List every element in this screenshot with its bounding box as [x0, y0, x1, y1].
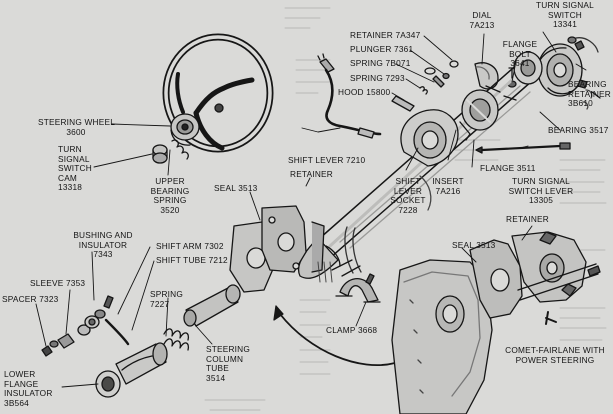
label-spacer-7323: SPACER 7323 — [2, 294, 59, 304]
label-seal-3513-right: SEAL 3513 — [452, 240, 496, 250]
label-shift-tube-7212: SHIFT TUBE 7212 — [156, 255, 228, 265]
label-plunger-7361: PLUNGER 7361 — [350, 44, 414, 54]
label-retainer-7a347: RETAINER 7A347 — [350, 30, 421, 40]
label-seal-3513-left: SEAL 3513 — [214, 183, 258, 193]
label-retainer-right: RETAINER — [506, 214, 549, 224]
leader-lines — [35, 31, 587, 388]
seal-and-retainer-plates — [229, 205, 361, 293]
shift-lever-part — [317, 53, 382, 139]
upper-small-parts — [391, 60, 517, 112]
shift-tube-part — [163, 284, 241, 351]
label-shift-arm-7302: SHIFT ARM 7302 — [156, 241, 224, 251]
turn-signal-lever-part — [475, 142, 571, 154]
label-spring-7293: SPRING 7293 — [350, 73, 405, 83]
motion-arrow — [273, 305, 396, 367]
lower-column-tube-part — [95, 342, 168, 398]
lower-left-small-parts — [41, 295, 130, 357]
shift-lever-socket-part — [400, 85, 517, 167]
label-hood-15800: HOOD 15800 — [338, 87, 391, 97]
label-clamp-3668: CLAMP 3668 — [326, 325, 378, 335]
label-spring-7b071: SPRING 7B071 — [350, 58, 411, 68]
turn-signal-switch-assembly — [537, 36, 601, 110]
switch-cam-and-spring-parts — [152, 139, 189, 164]
label-retainer-left: RETAINER — [290, 169, 333, 179]
label-shift-lever-7210: SHIFT LEVER 7210 — [288, 155, 366, 165]
label-sleeve-7353: SLEEVE 7353 — [30, 278, 86, 288]
label-flange-3511: FLANGE 3511 — [480, 163, 536, 173]
label-bearing-3517: BEARING 3517 — [548, 125, 609, 135]
clamp-part — [317, 261, 381, 303]
steering-wheel-part — [162, 33, 274, 153]
comet-fairlane-assembly — [391, 231, 601, 414]
